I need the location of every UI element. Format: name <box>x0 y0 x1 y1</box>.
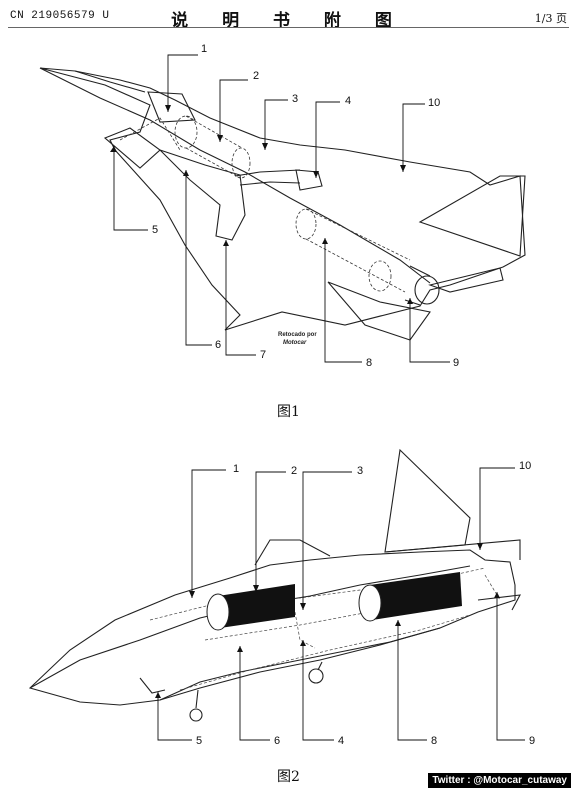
document-title: 说 明 书 附 图 <box>171 11 406 31</box>
figure-1: 1 2 3 4 10 5 6 7 8 9 Retocado por Motoca… <box>0 30 577 390</box>
fig1-callout-10: 10 <box>428 97 440 109</box>
fig1-callout-5: 5 <box>152 224 158 236</box>
fig1-engine-front <box>295 208 317 240</box>
fig2-callout-1: 1 <box>233 463 239 475</box>
figure-1-caption: 图1 <box>277 404 300 420</box>
page-number: 1/3 页 <box>534 12 567 25</box>
fig2-bay-front <box>218 584 295 628</box>
fig2-callout-8: 8 <box>431 735 437 747</box>
fig1-callout-6: 6 <box>215 339 221 351</box>
figure-1-drawing: 1 2 3 4 10 5 6 7 8 9 Retocado por Motoca… <box>39 43 526 369</box>
fig2-callout-10: 10 <box>519 460 531 472</box>
fig2-tail-cone <box>477 594 521 611</box>
fig1-callout-2: 2 <box>253 70 259 82</box>
publication-number: CN 219056579 U <box>10 10 110 22</box>
fig2-callout-3: 3 <box>357 465 363 477</box>
fig2-callout-6: 6 <box>274 735 280 747</box>
fig2-vertical-tail <box>384 448 471 553</box>
fig2-weapon-bays <box>206 572 462 631</box>
fig1-callout-4: 4 <box>345 95 351 107</box>
fig1-ventral-fin <box>327 281 431 341</box>
fig2-fuselage <box>28 549 516 706</box>
fig2-callout-5: 5 <box>196 735 202 747</box>
fig2-nose-gear <box>195 689 199 709</box>
fig2-callout-4: 4 <box>338 735 344 747</box>
twitter-credit-badge: Twitter : @Motocar_cutaway <box>428 773 571 788</box>
header-divider <box>8 27 569 28</box>
fig1-inlet-duct <box>159 149 246 241</box>
fig1-callout-7: 7 <box>260 349 266 361</box>
fig2-callout-9: 9 <box>529 735 535 747</box>
fig1-fuselage <box>39 67 526 331</box>
fig2-canopy <box>254 539 331 566</box>
fig2-callout-2: 2 <box>291 465 297 477</box>
retouch-credit-line1: Retocado por <box>278 332 317 338</box>
fig1-vertical-tail <box>418 175 526 257</box>
fig1-nozzle <box>414 275 440 305</box>
fig1-callout-1: 1 <box>201 43 207 55</box>
fig2-main-gear <box>317 661 323 671</box>
figure-2-drawing: 1 2 3 10 5 6 4 8 9 <box>28 448 535 747</box>
fig1-callout-8: 8 <box>366 357 372 369</box>
fig1-callout-9: 9 <box>453 357 459 369</box>
figure-2-caption: 图2 <box>277 769 300 785</box>
fig2-bay-rear <box>370 572 462 620</box>
fig1-callout-3: 3 <box>292 93 298 105</box>
retouch-credit-line2: Motocar <box>283 340 307 346</box>
fig1-horizontal-tail <box>428 267 504 293</box>
page-header: CN 219056579 U 说 明 书 附 图 1/3 页 <box>0 6 577 31</box>
fig1-inlet-top <box>147 91 196 123</box>
figure-2: 1 2 3 10 5 6 4 8 9 <box>0 440 577 770</box>
